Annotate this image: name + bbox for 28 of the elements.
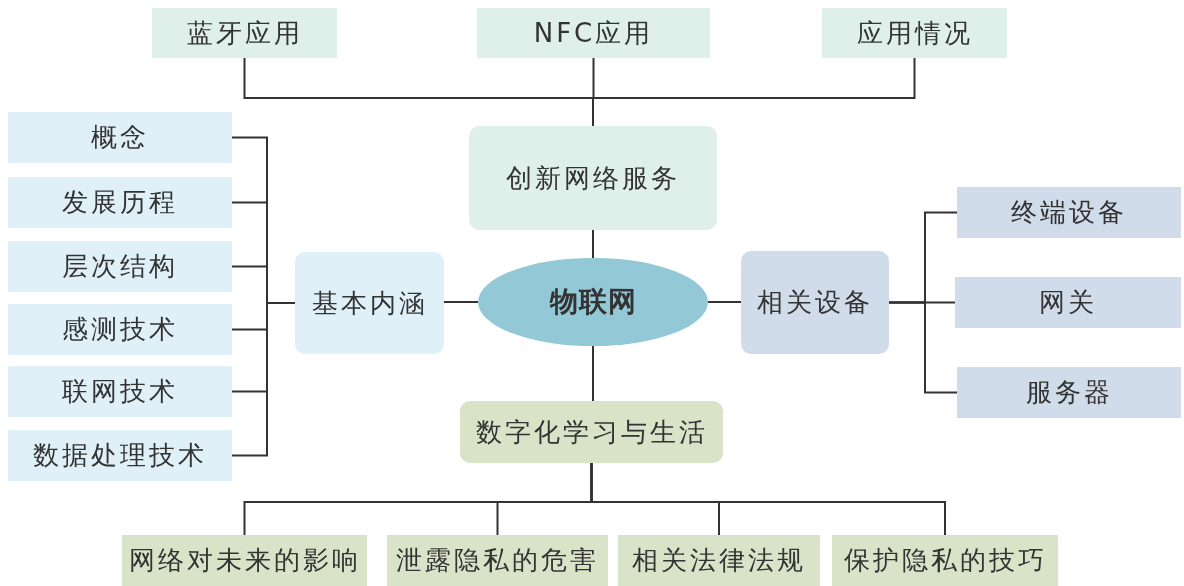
subtopic-box: 应用情况 bbox=[822, 8, 1007, 58]
connector-line bbox=[590, 462, 946, 536]
topic-box: 基本内涵 bbox=[295, 252, 444, 354]
subtopic-box: 联网技术 bbox=[8, 366, 232, 417]
connector-line bbox=[443, 301, 479, 303]
topic-box: 创新网络服务 bbox=[469, 126, 717, 230]
subtopic-box: 发展历程 bbox=[8, 177, 232, 228]
subtopic-box: 网络对未来的影响 bbox=[122, 535, 367, 586]
subtopic-box: 泄露隐私的危害 bbox=[387, 535, 608, 586]
connector-line bbox=[592, 229, 594, 259]
connector-line bbox=[888, 301, 958, 394]
central-ellipse: 物联网 bbox=[478, 258, 708, 346]
subtopic-box: 服务器 bbox=[957, 367, 1181, 418]
subtopic-box: NFC应用 bbox=[477, 8, 710, 58]
connector-line bbox=[592, 345, 594, 402]
subtopic-box: 终端设备 bbox=[957, 187, 1181, 238]
connector-line bbox=[707, 301, 742, 303]
subtopic-box: 层次结构 bbox=[8, 241, 232, 292]
subtopic-box: 相关法律法规 bbox=[618, 535, 820, 586]
subtopic-box: 保护隐私的技巧 bbox=[832, 535, 1058, 586]
subtopic-box: 网关 bbox=[955, 277, 1181, 328]
subtopic-box: 数据处理技术 bbox=[8, 430, 232, 481]
subtopic-box: 蓝牙应用 bbox=[152, 8, 337, 58]
topic-box: 数字化学习与生活 bbox=[460, 401, 723, 463]
subtopic-box: 感测技术 bbox=[8, 304, 232, 355]
subtopic-box: 概念 bbox=[8, 112, 232, 163]
connector-line bbox=[231, 302, 296, 457]
topic-box: 相关设备 bbox=[741, 251, 889, 354]
